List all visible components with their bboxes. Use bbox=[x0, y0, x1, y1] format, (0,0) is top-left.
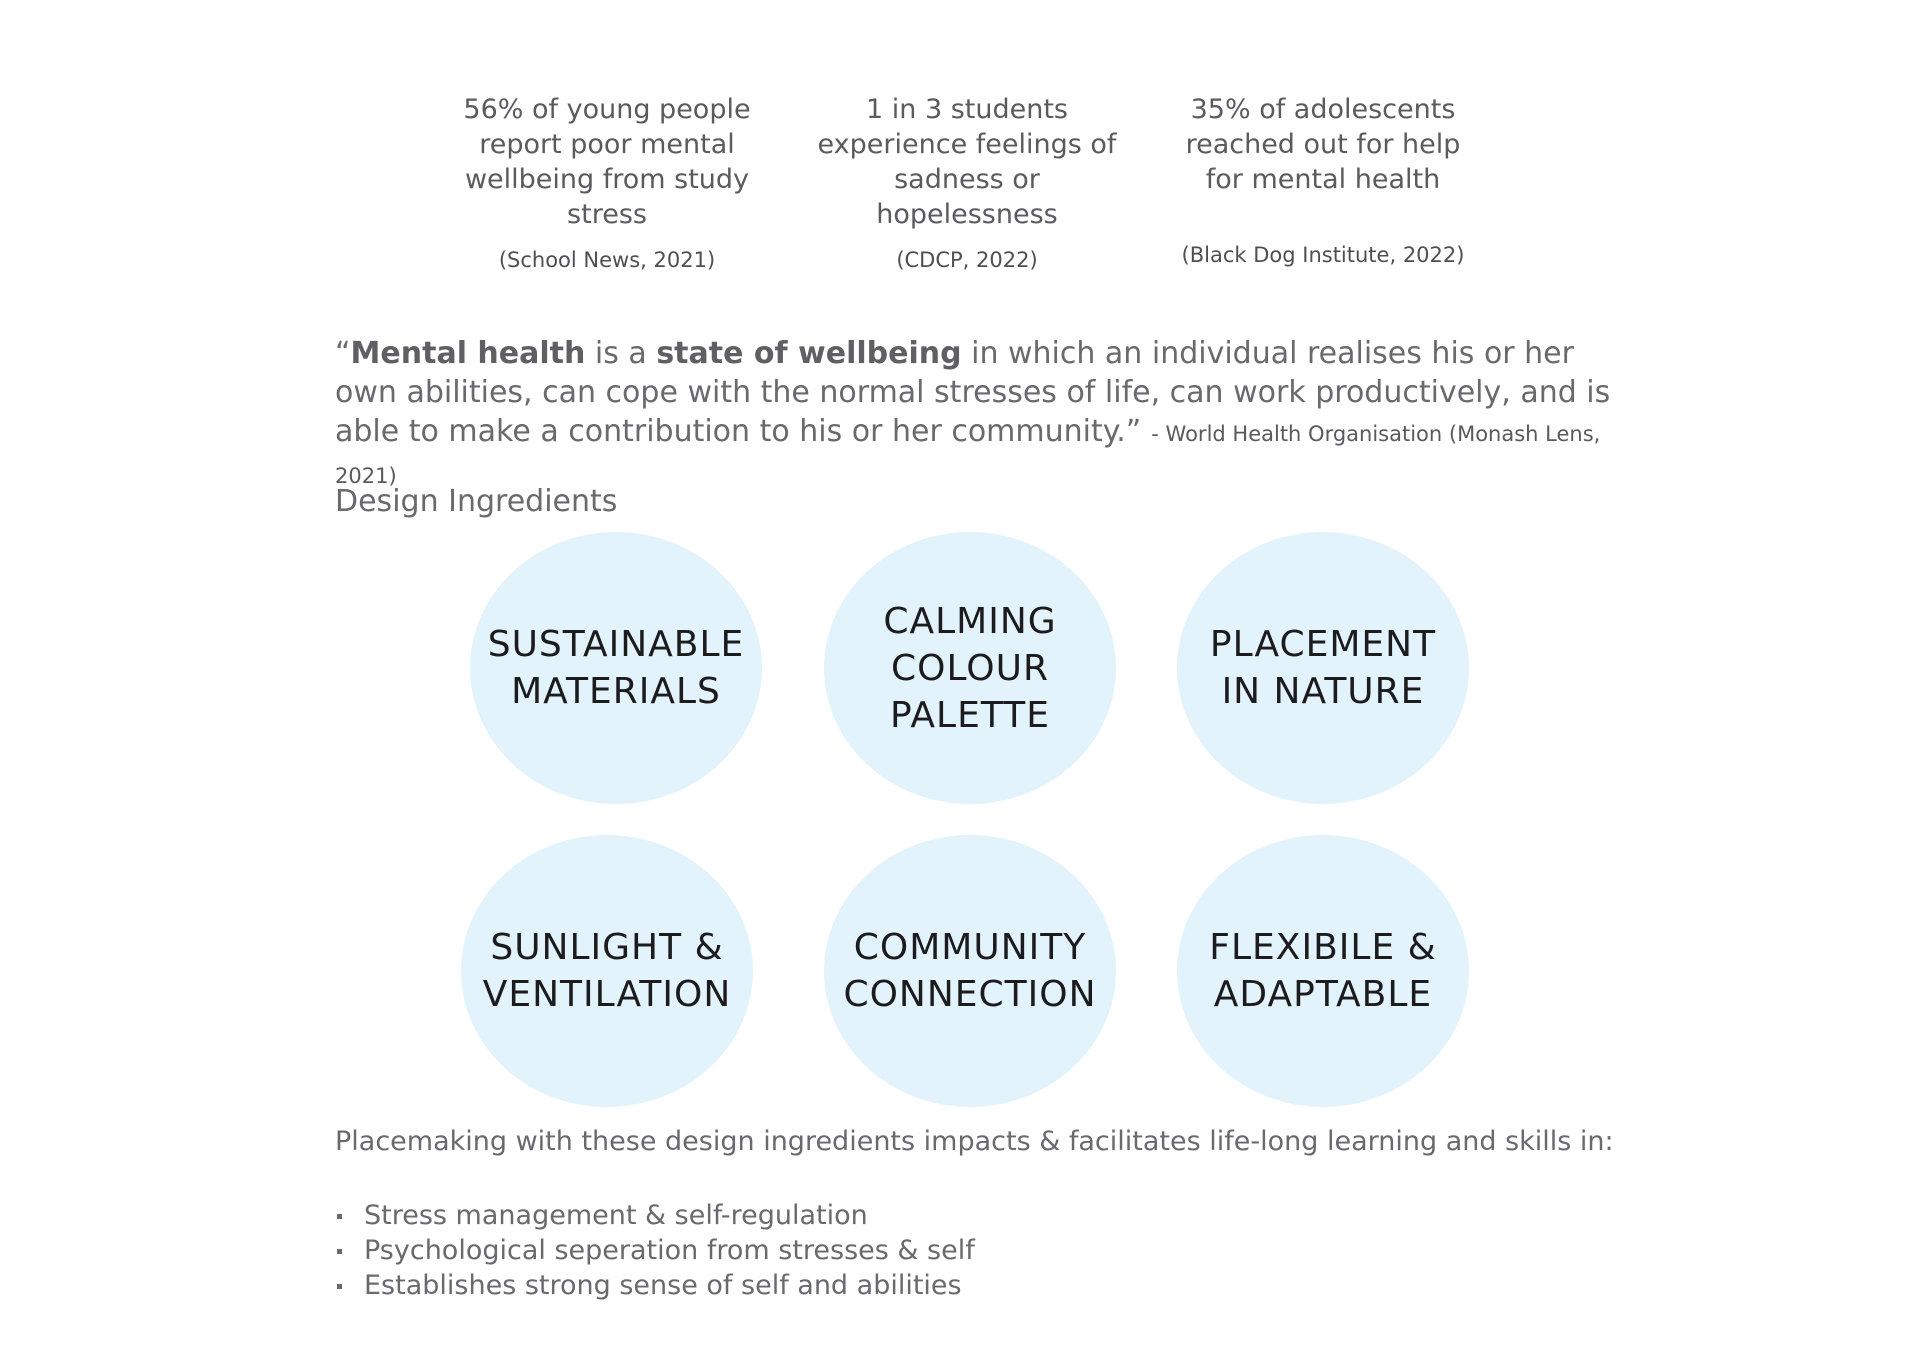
quote-text: in which an individual realises his or h… bbox=[335, 336, 1611, 449]
stat-source: (School News, 2021) bbox=[498, 248, 716, 272]
section-title: Design Ingredients bbox=[335, 484, 618, 519]
quote-open-mark: “ bbox=[335, 336, 351, 371]
ingredient-circle: COMMUNITY CONNECTION bbox=[824, 835, 1116, 1107]
stat-young-people: 56% of young people report poor mental w… bbox=[457, 92, 757, 274]
ingredient-label: CALMING COLOUR PALETTE bbox=[883, 600, 1057, 736]
quote-bold-state-of-wellbeing: state of wellbeing bbox=[656, 336, 962, 371]
stat-figure: 1 in 3 students experience feelings of s… bbox=[817, 94, 1117, 230]
stat-source: (CDCP, 2022) bbox=[896, 248, 1038, 272]
list-item: Psychological seperation from stresses &… bbox=[335, 1233, 975, 1268]
quote-attribution: - World Health Organisation (Monash Lens… bbox=[335, 422, 1601, 488]
ingredient-circle: SUSTAINABLE MATERIALS bbox=[470, 532, 762, 804]
stat-figure: 35% of adolescents reached out for help … bbox=[1185, 94, 1461, 195]
skills-list: Stress management & self-regulation Psyc… bbox=[335, 1198, 975, 1303]
ingredient-circle: CALMING COLOUR PALETTE bbox=[824, 532, 1116, 804]
who-quote: “Mental health is a state of wellbeing i… bbox=[335, 334, 1625, 496]
quote-text: is a bbox=[585, 336, 657, 371]
ingredient-circle: SUNLIGHT & VENTILATION bbox=[461, 835, 753, 1107]
ingredient-label: PLACEMENT IN NATURE bbox=[1209, 624, 1437, 712]
quote-bold-mental-health: Mental health bbox=[350, 336, 586, 371]
stat-figure: 56% of young people report poor mental w… bbox=[463, 94, 751, 230]
ingredient-circle: PLACEMENT IN NATURE bbox=[1177, 532, 1469, 804]
list-item: Establishes strong sense of self and abi… bbox=[335, 1268, 975, 1303]
ingredient-circle: FLEXIBILE & ADAPTABLE bbox=[1177, 835, 1469, 1107]
stat-adolescents: 35% of adolescents reached out for help … bbox=[1173, 92, 1473, 269]
ingredient-label: FLEXIBILE & ADAPTABLE bbox=[1209, 927, 1437, 1015]
ingredient-label: SUSTAINABLE MATERIALS bbox=[487, 624, 745, 712]
summary-text: Placemaking with these design ingredient… bbox=[335, 1126, 1614, 1157]
ingredient-label: SUNLIGHT & VENTILATION bbox=[482, 927, 732, 1015]
stat-source: (Black Dog Institute, 2022) bbox=[1181, 243, 1465, 267]
stat-students: 1 in 3 students experience feelings of s… bbox=[817, 92, 1117, 274]
list-item: Stress management & self-regulation bbox=[335, 1198, 975, 1233]
ingredient-label: COMMUNITY CONNECTION bbox=[843, 927, 1097, 1015]
